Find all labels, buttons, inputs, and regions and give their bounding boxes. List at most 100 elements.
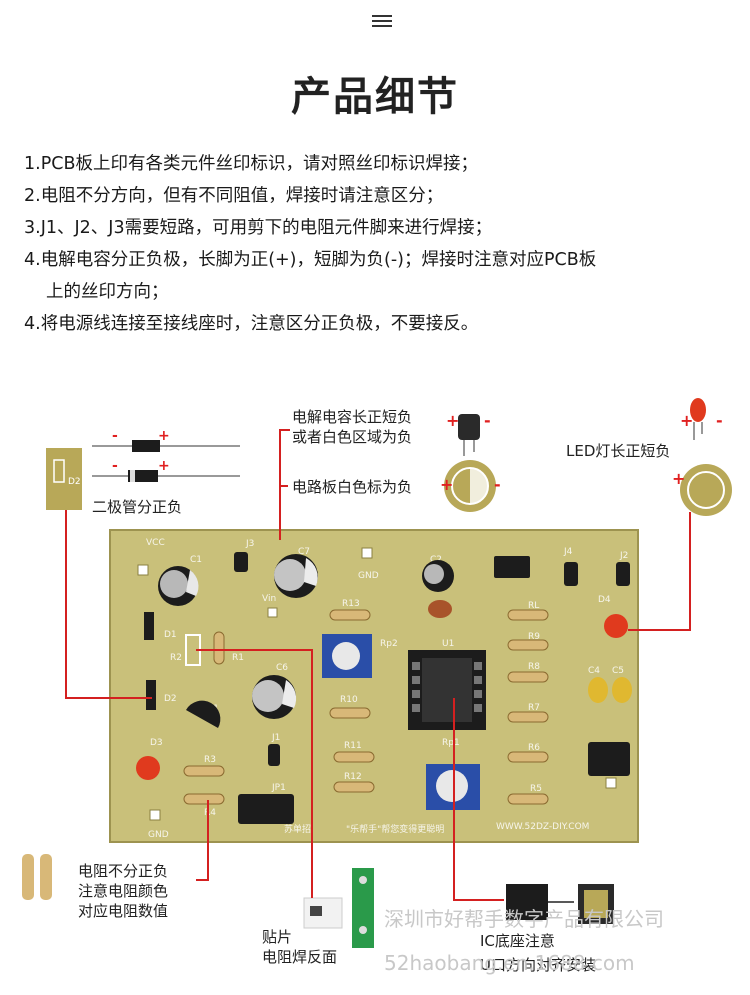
menu-icon[interactable] (372, 12, 392, 28)
pcb-label-c7: C7 (298, 547, 310, 557)
ceramic-capacitor (428, 600, 452, 618)
capacitor-c7 (274, 554, 318, 598)
smd-board-strip (352, 868, 374, 948)
diode-board-icon: D2 (46, 448, 82, 510)
cap-callout-line1: 电解电容长正短负 (292, 408, 412, 426)
diode-d1 (144, 612, 154, 640)
transistor-q1 (186, 700, 221, 728)
svg-text:+: + (672, 469, 685, 488)
pcb-label-rp2: Rp2 (380, 639, 398, 649)
note-item: 4.将电源线连接至接线座时，注意区分正负极，不要接反。 (24, 314, 479, 334)
resistor-callout-line3: 对应电阻数值 (78, 902, 168, 920)
diode-d2 (146, 680, 156, 710)
ceramic-capacitor-c4 (588, 677, 608, 703)
pcb-label-r2: R2 (170, 653, 182, 663)
pcb-label-r4: R4 (204, 808, 216, 818)
resistors (183, 609, 549, 805)
pcb-brand-left: 苏单招 (284, 823, 311, 835)
capacitor-c2 (422, 560, 454, 592)
capacitor-c6 (252, 675, 297, 719)
ic-callout-line1: IC底座注意 (480, 932, 555, 950)
resistor-callout-line2: 注意电阻颜色 (78, 882, 168, 900)
callout-line-smd (196, 649, 313, 898)
callout-line-diode (65, 510, 152, 699)
pcb-label-c6: C6 (276, 663, 288, 673)
pcb-label-j3: J3 (245, 539, 254, 549)
callout-line-ic (453, 698, 504, 901)
note-item: 4.电解电容分正负极，长脚为正(+)，短脚为负(-)；焊接时注意对应PCB板 (24, 250, 597, 270)
diode-illustration (92, 440, 240, 482)
pcb-label-vcc: VCC (146, 538, 165, 548)
led-d3 (136, 756, 160, 780)
jumper-j1 (268, 744, 280, 766)
smd-callout-line2: 电阻焊反面 (262, 948, 337, 966)
pcb-label-j2: J2 (619, 551, 628, 561)
pcb-label-j1: J1 (271, 733, 280, 743)
watermark-line1: 深圳市好帮手数字产品有限公司 (384, 907, 664, 931)
resistor-icon (22, 854, 52, 900)
pcb-diagram: VCC C1 J3 C7 GND C2 J4 J2 Vin R13 RL D4 … (22, 398, 732, 975)
led-callout: LED灯长正短负 (566, 442, 670, 460)
callout-line-led (628, 512, 691, 631)
callout-line-cap (279, 429, 290, 540)
capacitor-c1 (158, 566, 199, 606)
diode-callout: 二极管分正负 (92, 498, 182, 516)
svg-text:-: - (716, 411, 723, 430)
pcb-label-c2: C2 (430, 555, 442, 565)
pcb-label-gnd-top: GND (358, 571, 379, 581)
pcb-label-u1: U1 (442, 639, 454, 649)
note-item: 1.PCB板上印有各类元件丝印标识，请对照丝印标识焊接； (24, 154, 478, 174)
smd-resistor-icon (303, 897, 343, 929)
pcb-label-r10: R10 (340, 695, 358, 705)
board-silkscreen-icon (444, 460, 496, 512)
pcb-label-r5: R5 (530, 784, 542, 794)
pcb-label-r9: R9 (528, 632, 540, 642)
pcb-label-c4: C4 (588, 666, 600, 676)
smd-callout-line1: 贴片 (262, 928, 292, 946)
svg-text:-: - (494, 475, 501, 494)
callout-line-resistor (196, 800, 209, 881)
ic-socket-u1 (408, 650, 486, 730)
connector-top (494, 556, 530, 578)
pcb-label-j4: J4 (563, 547, 573, 557)
pcb-label-r11: R11 (344, 741, 362, 751)
pcb-label-r1: R1 (232, 653, 244, 663)
svg-text:-: - (112, 458, 118, 474)
led-icon (690, 398, 706, 440)
led-silkscreen-icon (680, 464, 732, 516)
led-d4 (604, 614, 628, 638)
jumper-j2 (616, 562, 630, 586)
jumper-j4 (564, 562, 578, 586)
pcb-label-r12: R12 (344, 772, 362, 782)
notes-list: 1.PCB板上印有各类元件丝印标识，请对照丝印标识焊接； 2.电阻不分方向，但有… (24, 148, 724, 340)
pcb-label-rl: RL (528, 601, 539, 611)
note-item: 2.电阻不分方向，但有不同阻值，焊接时请注意区分； (24, 186, 444, 206)
ceramic-capacitor-c5 (612, 677, 632, 703)
svg-text:+: + (158, 428, 170, 444)
watermark-line2: 52haobang.en.1688.com (384, 951, 635, 975)
pcb-slogan: "乐帮手"帮您变得更聪明 (346, 823, 444, 835)
pcb-label-d1: D1 (164, 630, 177, 640)
page-title: 产品细节 (291, 74, 459, 120)
svg-text:+: + (440, 475, 453, 494)
pcb-label-rp1: Rp1 (442, 738, 460, 748)
pcb-label-r6: R6 (528, 743, 540, 753)
pcb-label-r3: R3 (204, 755, 216, 765)
pcb-label-c1: C1 (190, 555, 202, 565)
svg-text:+: + (680, 411, 693, 430)
ic-callout-line2: U口方向对齐安装 (480, 956, 596, 974)
pcb-label-d4: D4 (598, 595, 611, 605)
ic-socket-icon (506, 884, 614, 924)
power-connector (588, 742, 630, 776)
pcb-label-vin: Vin (262, 594, 276, 604)
jp1-connector (238, 794, 294, 824)
board-white-callout: 电路板白色标为负 (292, 478, 412, 496)
pcb-label-r13: R13 (342, 599, 360, 609)
svg-text:+: + (158, 458, 170, 474)
note-item: 3.J1、J2、J3需要短路，可用剪下的电阻元件脚来进行焊接； (24, 218, 493, 238)
pcb-label-d3: D3 (150, 738, 163, 748)
pcb-label-c5: C5 (612, 666, 624, 676)
pcb-label-d2: D2 (164, 694, 177, 704)
jumper-j3 (234, 552, 248, 572)
svg-text:D2: D2 (68, 477, 81, 487)
